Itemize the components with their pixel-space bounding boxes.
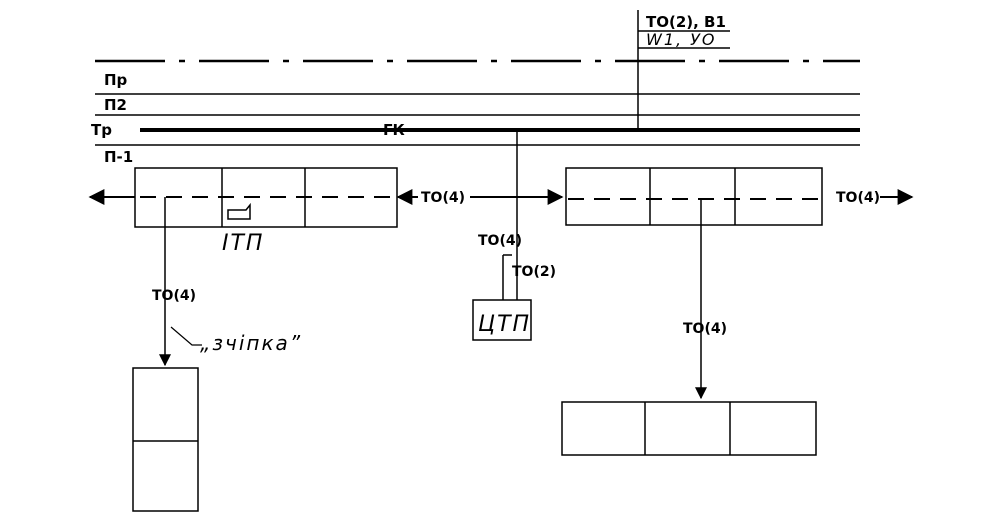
bottom-right-block [561, 401, 817, 456]
pipe-label-p2: П2 [104, 96, 127, 114]
small-square-icon [227, 202, 251, 220]
label-gk: ГК [383, 121, 406, 139]
label-to4-left-inline: ТО(4) [421, 190, 465, 206]
tag-line2: W1, УО [646, 30, 717, 49]
label-itp: ІТП [222, 231, 264, 256]
label-ctp: ЦТП [478, 312, 531, 337]
pipe-label-pr: Пр [104, 71, 128, 89]
tag-line1: ТО(2), В1 [646, 13, 726, 31]
label-to4-left-down: ТО(4) [152, 288, 196, 304]
pipe-label-tr: Тр [91, 121, 112, 139]
ctp-box [472, 299, 532, 341]
label-to2-center: ТО(2) [512, 264, 556, 280]
pipe-label-p1: П-1 [104, 148, 133, 166]
label-to4-right-down: ТО(4) [683, 321, 727, 337]
left-stack-block [132, 367, 199, 512]
label-to4-vertical-center: ТО(4) [478, 233, 522, 249]
label-zchipka: „зчіпка” [200, 331, 302, 355]
zchipka-leader [170, 326, 202, 346]
right-machine-block [565, 167, 823, 226]
label-to4-right-inline: ТО(4) [836, 190, 880, 206]
